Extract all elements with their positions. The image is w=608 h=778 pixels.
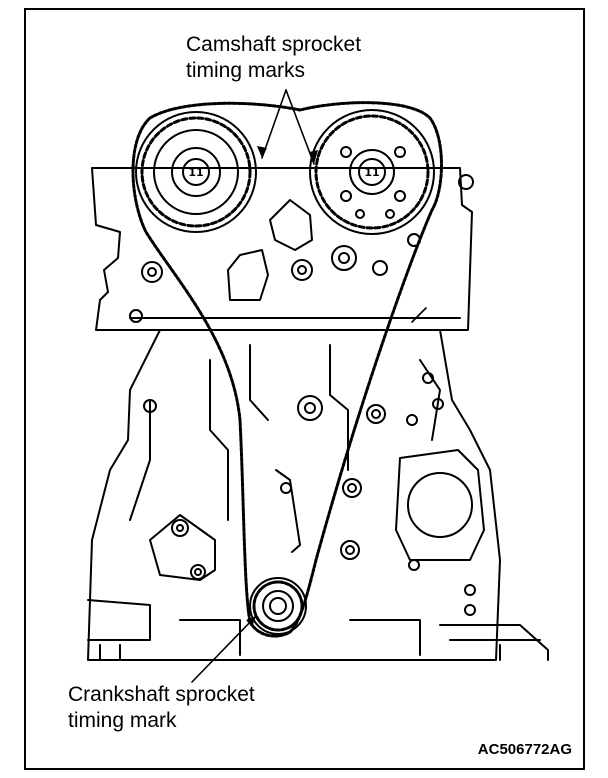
camshaft-label-line2: timing marks [186, 59, 306, 82]
figure-frame [24, 8, 585, 770]
arrow-marker [411, 307, 431, 323]
camshaft-label-line1: Camshaft sprocket [186, 33, 362, 56]
crank-arrowhead [246, 616, 256, 627]
crankshaft-sprocket-label: Crankshaft sprocket timing mark [68, 682, 255, 734]
cylinder-head [91, 167, 474, 331]
crankshaft-label-line1: Crankshaft sprocket [68, 683, 255, 706]
figure-code: AC506772AG [477, 741, 572, 758]
left-cam-bolt-mark: 11 [188, 166, 203, 179]
left-camshaft-sprocket [135, 111, 257, 233]
crankshaft-sprocket [249, 577, 307, 635]
right-cam-arrowhead [309, 150, 318, 164]
crankshaft-label-line2: timing mark [68, 709, 177, 732]
crankshaft-leader-line [191, 615, 257, 683]
timing-chain [131, 101, 443, 638]
right-cam-bolt-mark: 11 [364, 166, 379, 179]
left-cam-arrowhead [257, 146, 267, 158]
engine-block [87, 329, 549, 661]
camshaft-sprocket-label: Camshaft sprocket timing marks [186, 32, 361, 84]
camshaft-leader-lines [261, 89, 315, 165]
right-camshaft-sprocket [309, 109, 435, 235]
